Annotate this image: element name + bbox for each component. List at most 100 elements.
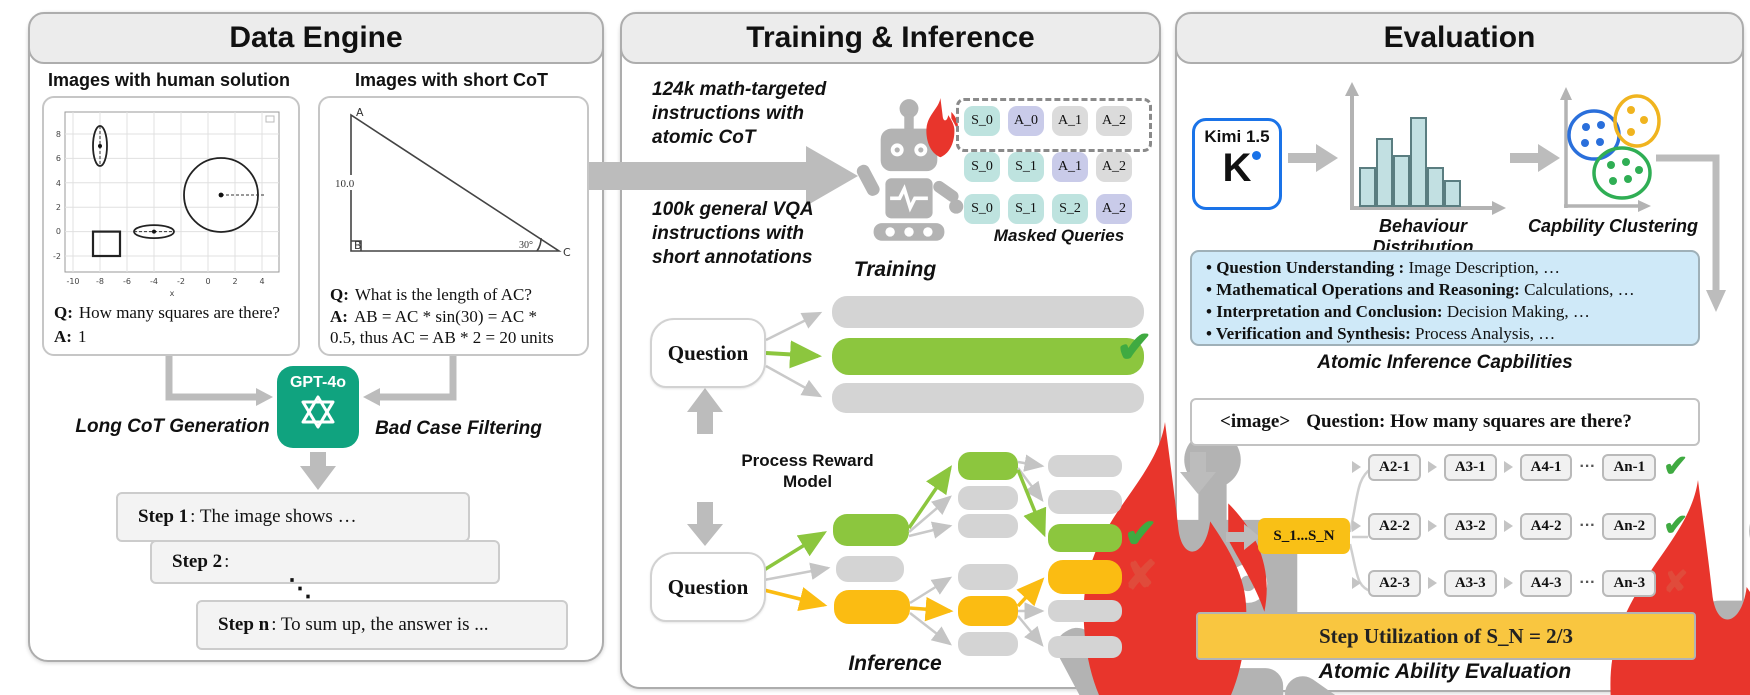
panel-header-training-inference: Training & Inference xyxy=(620,12,1161,64)
image-question-box: <image> Question: How many squares are t… xyxy=(1190,398,1700,446)
query-token: A_2 xyxy=(1096,106,1132,136)
chain-result-icon: ✔ xyxy=(1663,450,1689,483)
panel-title-training-inference: Training & Inference xyxy=(746,21,1035,54)
kimi-k-logo-icon: K xyxy=(1223,147,1262,189)
vqa-instructions-label: 100k general VQA instructions with short a… xyxy=(652,198,814,270)
instruction-line: 100k general VQA xyxy=(652,199,814,220)
chain-result-icon: ✔ xyxy=(1663,509,1689,542)
svg-text:6: 6 xyxy=(56,154,61,163)
gpt-4o-badge: GPT-4o xyxy=(277,366,359,448)
svg-text:30°: 30° xyxy=(519,240,533,251)
panel-title-evaluation: Evaluation xyxy=(1383,21,1536,54)
svg-text:0: 0 xyxy=(56,227,61,236)
capability-line: • Verification and Synthesis: Process An… xyxy=(1206,324,1556,343)
svg-text:-10: -10 xyxy=(66,277,79,286)
answer-step-box: A2-1 xyxy=(1368,453,1421,481)
chain-ellipsis: ··· xyxy=(1579,574,1596,591)
kimi-dot-icon xyxy=(1252,151,1262,160)
capability-line: • Mathematical Operations and Reasoning:… xyxy=(1206,280,1635,299)
chain-arrow-icon xyxy=(1503,520,1513,532)
svg-text:4: 4 xyxy=(56,179,61,188)
openai-logo-icon xyxy=(301,395,335,429)
bad-case-filtering-label: Bad Case Filtering xyxy=(375,418,542,439)
inference-label: Inference xyxy=(848,652,942,675)
query-token: A_2 xyxy=(1096,194,1132,224)
svg-text:8: 8 xyxy=(56,130,61,139)
svg-text:B: B xyxy=(354,239,362,252)
answer-step-box: A2-2 xyxy=(1368,512,1421,540)
capability-line: • Question Understanding : Image Descrip… xyxy=(1206,258,1560,277)
step-utilization-banner: Step Utilization of S_N = 2/3 xyxy=(1196,612,1696,660)
atomic-ability-evaluation-caption: Atomic Ability Evaluation xyxy=(1318,660,1572,683)
chain-arrow-icon xyxy=(1352,520,1361,532)
masked-queries-row: S_0 S_1 A_1 A_2 xyxy=(964,152,1132,182)
instruction-line: instructions with xyxy=(652,223,804,244)
training-question-box: Question xyxy=(650,318,766,388)
query-token: A_1 xyxy=(1052,152,1088,182)
instruction-line: instructions with xyxy=(652,103,804,124)
steps-ellipsis: ⋱ xyxy=(288,575,312,602)
inference-check-icon: ✔ xyxy=(1124,512,1158,556)
atomic-inference-capabilities-caption: Atomic Inference Capbilities xyxy=(1317,352,1573,373)
svg-text:-6: -6 xyxy=(123,277,131,286)
kimi-name: Kimi 1.5 xyxy=(1204,127,1270,146)
query-token: S_0 xyxy=(964,194,1000,224)
answer-final-box: An-2 xyxy=(1602,512,1657,540)
svg-text:4: 4 xyxy=(259,277,264,286)
step-2-box: Step 2: xyxy=(150,540,500,584)
human-card-heading: Images with human solution xyxy=(47,70,290,90)
inference-cross-icon: ✘ xyxy=(1124,554,1158,598)
chain-arrow-icon xyxy=(1427,461,1437,473)
steps-token-box: S_1...S_N xyxy=(1258,518,1350,554)
svg-text:-2: -2 xyxy=(177,277,185,286)
svg-text:-4: -4 xyxy=(150,277,158,286)
svg-text:C: C xyxy=(563,246,571,259)
human-solution-card: 8 6 4 2 0 -2 -10 -8 -6 -4 -2 0 2 4 x xyxy=(42,96,300,356)
query-token: S_0 xyxy=(964,106,1000,136)
chain-arrow-icon xyxy=(1503,461,1513,473)
masked-queries-caption: Masked Queries xyxy=(993,226,1125,245)
svg-text:-8: -8 xyxy=(96,277,104,286)
answer-final-box: An-1 xyxy=(1602,453,1657,481)
chain-result-icon: ✘ xyxy=(1663,566,1689,599)
query-token: S_0 xyxy=(964,152,1000,182)
query-token: A_2 xyxy=(1096,152,1132,182)
svg-text:A: A xyxy=(356,106,364,119)
chain-arrow-icon xyxy=(1503,577,1513,589)
panel-title-data-engine: Data Engine xyxy=(229,21,403,54)
svg-text:x: x xyxy=(170,289,175,298)
process-reward-model-label: Process Reward Model xyxy=(741,451,874,491)
chain-ellipsis: ··· xyxy=(1579,458,1596,475)
answer-step-box: A3-2 xyxy=(1443,512,1497,540)
answer-step-box: A3-1 xyxy=(1443,453,1497,481)
answer-step-box: A2-3 xyxy=(1368,569,1421,597)
cot-card-answer: A:AB = AC * sin(30) = AC * 0.5, thus AC … xyxy=(330,307,554,347)
squares-plot-image: 8 6 4 2 0 -2 -10 -8 -6 -4 -2 0 2 4 x xyxy=(53,111,280,298)
chain-arrow-icon xyxy=(1427,520,1437,532)
human-card-question: Q:How many squares are there? xyxy=(54,303,280,322)
human-card-answer: A:1 xyxy=(54,327,87,346)
query-token: S_1 xyxy=(1008,152,1044,182)
query-token: S_2 xyxy=(1052,194,1088,224)
chain-arrow-icon xyxy=(1352,461,1361,473)
kimi-model-badge: Kimi 1.5 K xyxy=(1192,118,1282,210)
svg-text:10.0: 10.0 xyxy=(335,178,355,190)
answer-final-box: An-3 xyxy=(1602,569,1657,597)
capability-line: • Interpretation and Conclusion: Decisio… xyxy=(1206,302,1590,321)
svg-text:-2: -2 xyxy=(53,252,61,261)
image-question-text: Question: How many squares are there? xyxy=(1306,411,1632,432)
answer-step-box: A4-2 xyxy=(1519,512,1573,540)
chain-arrow-icon xyxy=(1352,577,1361,589)
step-1-box: Step 1: The image shows … xyxy=(116,492,470,542)
step-n-box: Step n: To sum up, the answer is ... xyxy=(196,600,568,650)
svg-text:0: 0 xyxy=(205,277,210,286)
instruction-line: short annotations xyxy=(652,247,813,268)
chain-arrow-icon xyxy=(1427,577,1437,589)
